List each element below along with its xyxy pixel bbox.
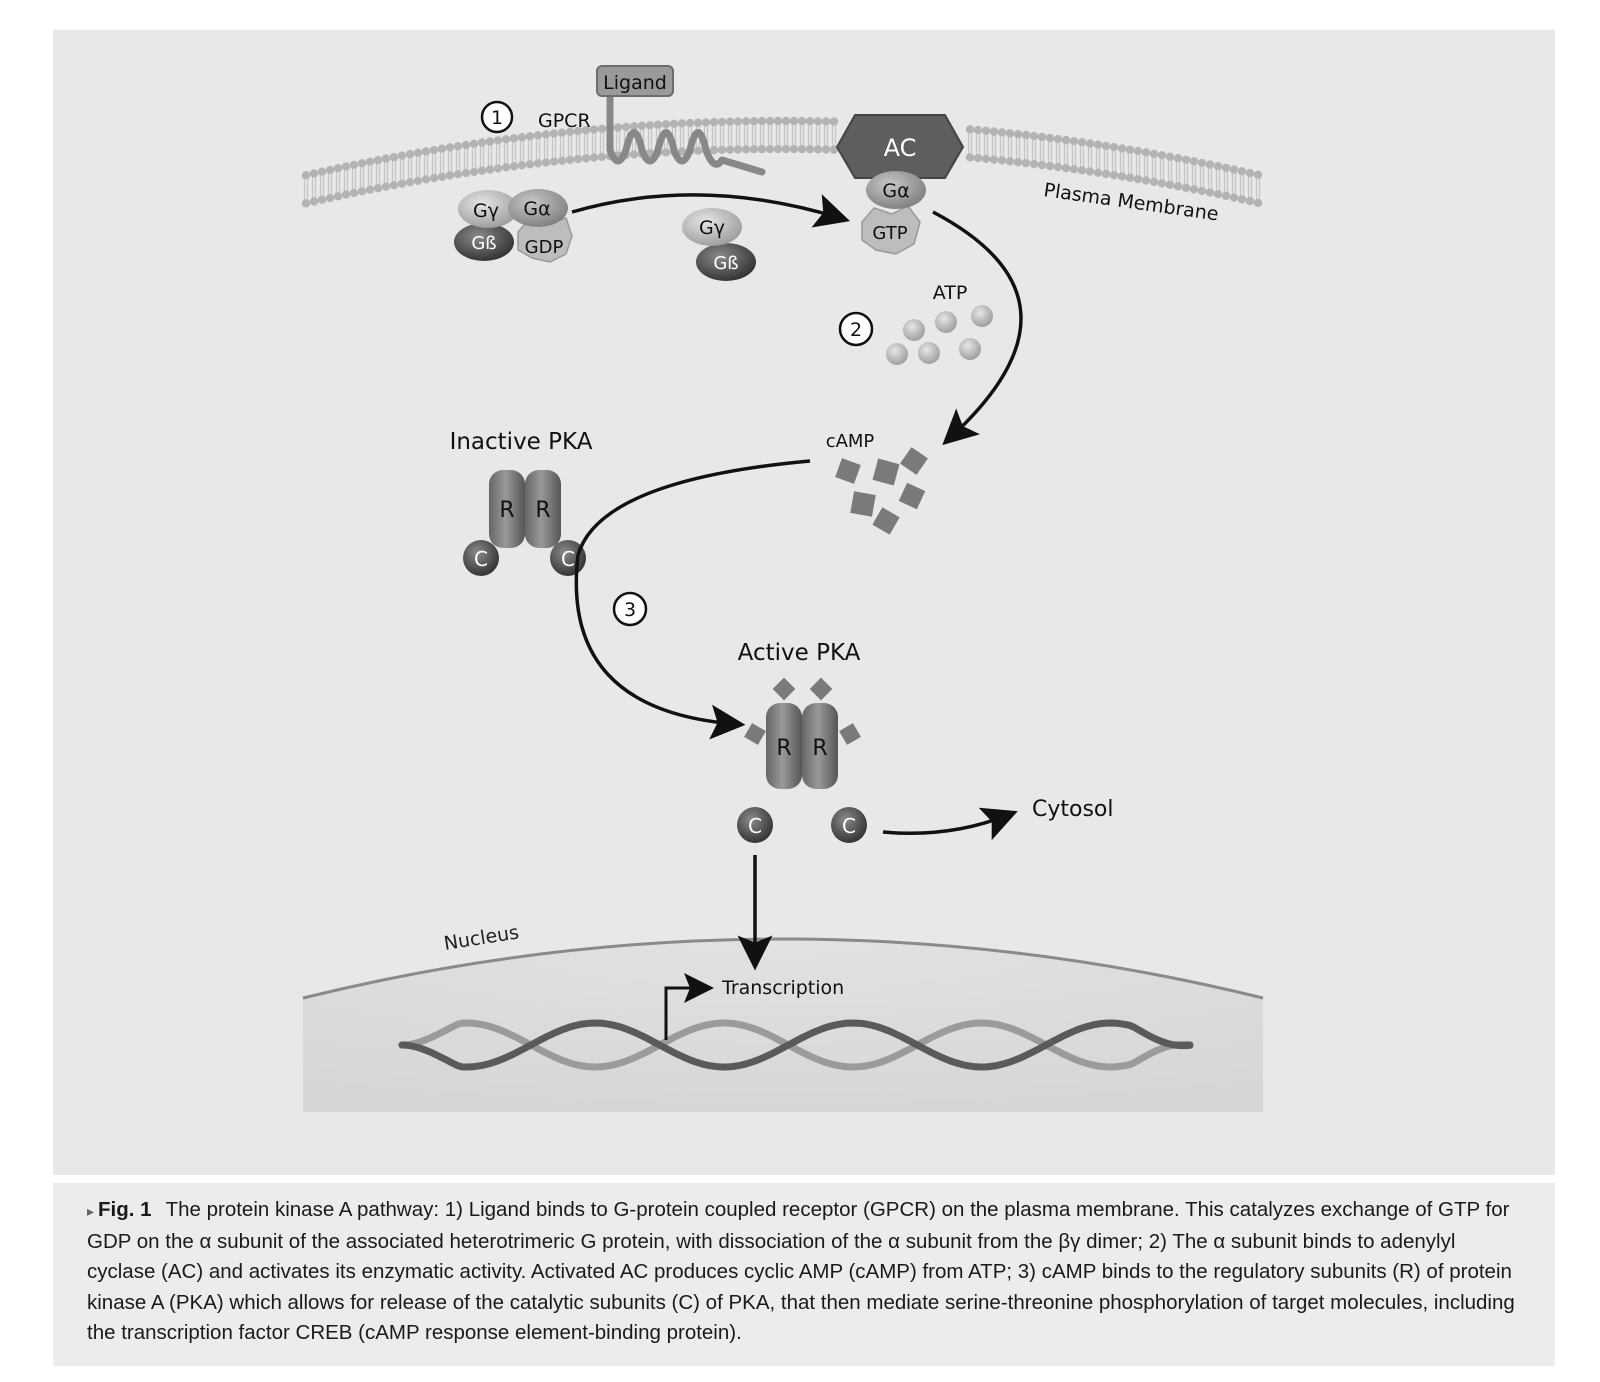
figure-panel: Nucleus Ligand GPCR 1 AC Plasma Membrane… [53, 30, 1555, 1175]
figure-label: Fig. 1 [98, 1198, 152, 1221]
g-gamma-label: Gγ [473, 200, 499, 222]
step-3-marker [612, 591, 648, 627]
ac-label: AC [884, 134, 917, 162]
catalytic-label: C [474, 547, 488, 571]
catalytic-subunit-released [831, 807, 867, 843]
g-beta-subunit [454, 223, 514, 261]
bound-camp [772, 677, 796, 701]
regulatory-subunit [766, 703, 802, 789]
caption-marker-icon: ▸ [87, 1203, 95, 1219]
catalytic-subunit-released [737, 807, 773, 843]
transcription-label: Transcription [721, 977, 844, 999]
g-alpha-label: Gα [523, 198, 550, 220]
dna-helix [398, 1019, 1194, 1071]
atp-molecule [959, 338, 981, 360]
gpcr-label: GPCR [538, 110, 591, 132]
step-3-label: 3 [624, 599, 636, 621]
regulatory-subunit [525, 470, 561, 548]
gtp-label: GTP [872, 223, 907, 244]
step-1-label: 1 [491, 107, 503, 129]
camp-molecule [872, 507, 900, 535]
nucleus-region [303, 939, 1263, 1112]
atp-molecule [935, 311, 957, 333]
gdp-label: GDP [525, 237, 564, 258]
catalytic-label: C [748, 814, 762, 838]
atp-molecule [971, 305, 993, 327]
g-alpha-subunit-active [866, 171, 926, 209]
ligand [596, 65, 674, 97]
camp-molecule [835, 458, 861, 484]
camp-molecules [835, 447, 928, 535]
transcription-start-arrow [664, 973, 714, 1040]
bound-camp [744, 723, 766, 745]
inactive-pka: R R C C [463, 470, 586, 576]
g-gamma-free-label: Gγ [699, 217, 725, 239]
arrow-ac-to-camp [932, 210, 1023, 446]
nuclear-envelope [302, 937, 1264, 1000]
bound-camp [839, 723, 861, 745]
g-gamma-subunit-free [682, 208, 742, 246]
nucleus-label: Nucleus [442, 921, 520, 955]
regulatory-label: R [812, 736, 827, 761]
g-beta-subunit-free [696, 243, 756, 281]
cytosol-label: Cytosol [1032, 797, 1114, 822]
regulatory-label: R [499, 498, 514, 523]
g-alpha-subunit [508, 189, 568, 227]
ligand-label: Ligand [603, 72, 667, 94]
arrow-g-protein-to-ac [571, 193, 851, 228]
catalytic-subunit [463, 540, 499, 576]
gpcr-receptor [606, 91, 766, 176]
plasma-membrane [301, 116, 1263, 208]
atp-molecule [903, 319, 925, 341]
caption-text: The protein kinase A pathway: 1) Ligand … [87, 1198, 1515, 1344]
bound-camp [809, 677, 833, 701]
inactive-pka-title: Inactive PKA [450, 429, 593, 455]
pathway-diagram: Nucleus Ligand GPCR 1 AC Plasma Membrane… [301, 65, 1264, 1112]
arrow-camp-to-pka [574, 459, 811, 740]
adenylyl-cyclase [835, 114, 965, 179]
catalytic-label: C [842, 814, 856, 838]
regulatory-subunit [802, 703, 838, 789]
catalytic-label: C [561, 547, 575, 571]
camp-molecule [872, 458, 900, 486]
atp-molecule [886, 343, 908, 365]
g-gamma-subunit [458, 190, 518, 228]
g-beta-label: Gß [471, 233, 496, 254]
regulatory-label: R [776, 736, 791, 761]
step-2-marker [838, 311, 874, 347]
step-2-label: 2 [850, 319, 862, 341]
step-1-marker [480, 100, 514, 134]
active-pka: R R C C [737, 677, 867, 843]
gtp-molecule [861, 205, 921, 255]
camp-molecule [900, 447, 928, 475]
arrow-to-cytosol [882, 807, 1018, 841]
g-alpha-active-label: Gα [882, 180, 909, 202]
active-pka-title: Active PKA [738, 640, 861, 666]
atp-label: ATP [933, 282, 968, 304]
regulatory-label: R [535, 498, 550, 523]
camp-label: cAMP [826, 431, 875, 452]
camp-molecule [850, 491, 876, 517]
g-beta-free-label: Gß [713, 253, 738, 274]
regulatory-subunit [489, 470, 525, 548]
atp-molecules [886, 305, 993, 365]
camp-molecule [898, 482, 926, 510]
atp-molecule [918, 342, 940, 364]
